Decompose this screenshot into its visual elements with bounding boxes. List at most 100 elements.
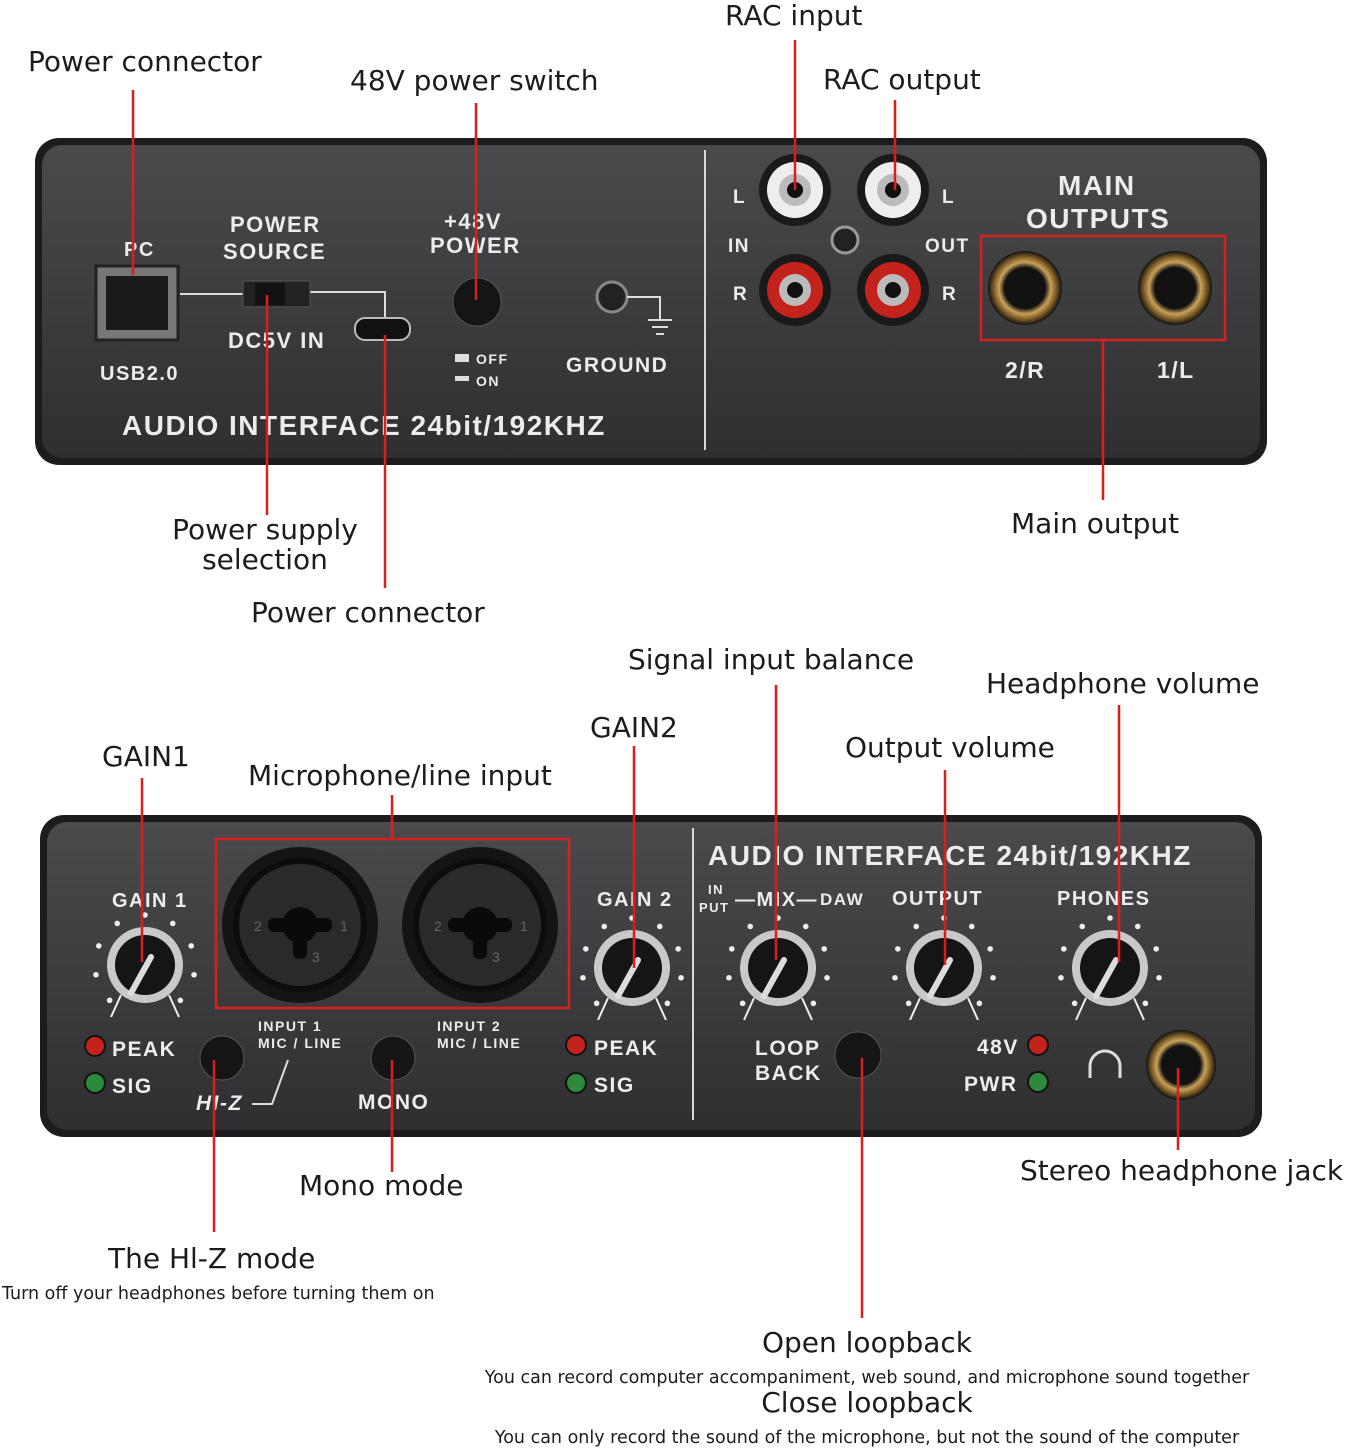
annotation-mic-line-input: Microphone/line input bbox=[248, 759, 552, 792]
annotation-power-supply-selection-1: Power supply bbox=[172, 513, 358, 546]
pc-label: PC bbox=[124, 239, 155, 261]
rear-model-label: AUDIO INTERFACE 24bit/192KHZ bbox=[122, 410, 606, 441]
phones-knob[interactable] bbox=[1058, 915, 1162, 1021]
annotation-stereo-headphone-jack: Stereo headphone jack bbox=[1020, 1154, 1344, 1187]
hiz-label: HI-Z bbox=[196, 1092, 243, 1115]
mix-put-label: PUT bbox=[699, 900, 730, 915]
phantom-label-1: +48V bbox=[444, 209, 502, 234]
out-2r-label: 2/R bbox=[1005, 357, 1045, 383]
hiz-button[interactable] bbox=[199, 1035, 245, 1081]
power-source-label-1: POWER bbox=[230, 212, 321, 237]
loop-label: LOOP bbox=[755, 1037, 821, 1060]
input2-type-label: MIC / LINE bbox=[437, 1035, 521, 1051]
annotation-headphone-volume: Headphone volume bbox=[986, 667, 1259, 700]
gain2-knob[interactable] bbox=[580, 915, 684, 1021]
annotation-gain2: GAIN2 bbox=[590, 711, 678, 744]
annotation-output-volume: Output volume bbox=[845, 731, 1055, 764]
headphone-icon bbox=[1088, 1049, 1122, 1078]
annotation-hiz-note: Turn off your headphones before turning … bbox=[1, 1284, 435, 1304]
input1-label: INPUT 1 bbox=[258, 1018, 322, 1034]
rca-out-right-jack[interactable] bbox=[857, 254, 929, 326]
led-pwr-label: PWR bbox=[964, 1073, 1018, 1096]
annotation-gain1: GAIN1 bbox=[102, 740, 190, 773]
annotation-48v-switch: 48V power switch bbox=[350, 64, 599, 97]
rca-out-label: OUT bbox=[925, 236, 970, 257]
main-outputs-label-1: MAIN bbox=[1058, 170, 1136, 201]
headphone-jack[interactable] bbox=[1146, 1030, 1216, 1100]
mix-in-label: IN bbox=[708, 882, 724, 897]
ground-icon bbox=[627, 296, 672, 335]
front-model-label: AUDIO INTERFACE 24bit/192KHZ bbox=[708, 840, 1192, 871]
input1-combo-jack[interactable]: 1 2 3 bbox=[222, 847, 378, 1003]
rca-r-out-label: R bbox=[942, 284, 957, 305]
sig2-label: SIG bbox=[594, 1074, 635, 1097]
annotation-rac-output: RAC output bbox=[823, 63, 981, 96]
usb-label: USB2.0 bbox=[100, 363, 179, 385]
phantom-label-2: POWER bbox=[430, 233, 521, 258]
led-48v-label: 48V bbox=[977, 1036, 1019, 1059]
xlr-pin-label: 3 bbox=[312, 949, 320, 965]
annotation-main-output: Main output bbox=[1011, 507, 1179, 540]
rca-r-in-label: R bbox=[733, 284, 748, 305]
annotation-hiz-mode: The Hl-Z mode bbox=[107, 1242, 315, 1275]
main-outputs-label-2: OUTPUTS bbox=[1026, 203, 1170, 234]
rca-in-right-jack[interactable] bbox=[759, 254, 831, 326]
output-knob[interactable] bbox=[892, 915, 996, 1021]
output-label: OUTPUT bbox=[892, 888, 983, 910]
mono-label: MONO bbox=[358, 1091, 429, 1114]
rca-l-out-label: L bbox=[942, 187, 955, 208]
annotation-open-loopback: Open loopback bbox=[762, 1326, 973, 1359]
out-1l-label: 1/L bbox=[1157, 357, 1195, 383]
sig1-label: SIG bbox=[112, 1075, 153, 1098]
annotation-power-connector-top: Power connector bbox=[28, 45, 262, 78]
ground-label: GROUND bbox=[566, 354, 668, 377]
annotation-signal-input-balance: Signal input balance bbox=[628, 643, 914, 676]
callout-lines bbox=[131, 40, 1227, 1318]
loopback-button[interactable] bbox=[834, 1031, 882, 1079]
annotation-close-loopback: Close loopback bbox=[761, 1386, 973, 1419]
daw-label: DAW bbox=[820, 890, 864, 909]
gain1-knob[interactable] bbox=[93, 912, 197, 1018]
rca-out-left-jack[interactable] bbox=[857, 154, 929, 226]
peak2-led bbox=[565, 1034, 587, 1056]
peak2-label: PEAK bbox=[594, 1037, 658, 1060]
micro-usb-port[interactable] bbox=[354, 317, 411, 341]
annotation-power-connector-bottom: Power connector bbox=[251, 596, 485, 629]
sig1-led bbox=[84, 1072, 106, 1094]
power-source-label-2: SOURCE bbox=[223, 239, 326, 264]
xlr-pin-label: 1 bbox=[520, 918, 528, 934]
sig2-led bbox=[565, 1072, 587, 1094]
annotation-power-supply-selection-2: selection bbox=[202, 543, 328, 576]
phantom-led bbox=[1027, 1034, 1049, 1056]
rca-l-in-label: L bbox=[733, 187, 746, 208]
gain1-label: GAIN 1 bbox=[112, 890, 188, 912]
annotation-rac-input: RAC input bbox=[725, 0, 862, 32]
power-led bbox=[1027, 1071, 1049, 1093]
annotation-open-loopback-note: You can record computer accompaniment, w… bbox=[484, 1368, 1250, 1388]
xlr-pin-label: 2 bbox=[434, 918, 442, 934]
mix-knob[interactable] bbox=[726, 915, 830, 1021]
xlr-pin-label: 1 bbox=[340, 918, 348, 934]
peak1-led bbox=[84, 1035, 106, 1057]
peak1-label: PEAK bbox=[112, 1038, 176, 1061]
annotation-mono-mode: Mono mode bbox=[299, 1169, 463, 1202]
ground-screw bbox=[595, 280, 629, 314]
rca-in-label: IN bbox=[728, 236, 750, 257]
rear-panel: PC USB2.0 POWER SOURCE DC5V IN +48V POWE… bbox=[35, 138, 1267, 465]
on-label: ON bbox=[476, 373, 500, 389]
main-output-1l-jack[interactable] bbox=[1138, 251, 1212, 325]
phones-label: PHONES bbox=[1057, 888, 1150, 910]
xlr-pin-label: 3 bbox=[492, 949, 500, 965]
back-label: BACK bbox=[755, 1062, 822, 1085]
input1-type-label: MIC / LINE bbox=[258, 1035, 342, 1051]
annotation-close-loopback-note: You can only record the sound of the mic… bbox=[494, 1428, 1240, 1448]
dc5v-label: DC5V IN bbox=[228, 328, 325, 353]
input2-combo-jack[interactable]: 1 2 3 bbox=[402, 847, 558, 1003]
main-output-2r-jack[interactable] bbox=[988, 251, 1062, 325]
off-label: OFF bbox=[476, 351, 509, 367]
xlr-pin-label: 2 bbox=[254, 918, 262, 934]
